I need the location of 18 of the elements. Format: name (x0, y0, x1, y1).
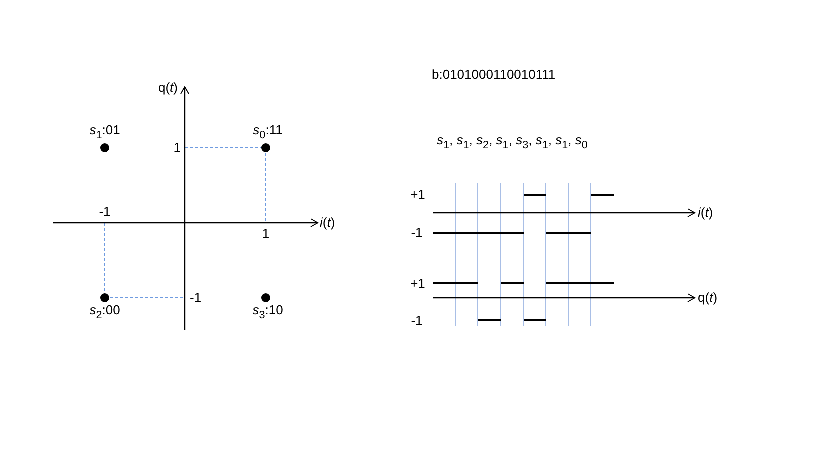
point-label: s$_{2}$:00 (90, 302, 120, 324)
level-label: -1 (411, 313, 423, 329)
axis-label: q(t) (698, 290, 718, 306)
axis-label: q(t) (158, 80, 178, 96)
point-label: s$_{1}$:01 (90, 122, 120, 144)
point-label: s$_{0}$:11 (253, 122, 283, 144)
level-label: +1 (410, 187, 426, 203)
point-label: s$_{3}$:10 (252, 302, 284, 324)
level-label: +1 (410, 276, 426, 292)
axis-label: i(t) (698, 205, 714, 221)
level-label: -1 (411, 225, 423, 241)
tick-label: -1 (99, 204, 111, 220)
symbol-sequence: s$_{1}$, s$_{1}$, s$_{2}$, s$_{1}$, s$_{3}$, s$_{1}$, s$_{1}$, s$_{0}$ (437, 132, 588, 154)
axis-label: i(t) (320, 215, 336, 231)
tick-label: 1 (262, 226, 270, 242)
bit-string: b:0101000110010111 (432, 67, 556, 83)
tick-label: -1 (190, 290, 202, 306)
tick-label: 1 (174, 140, 181, 156)
